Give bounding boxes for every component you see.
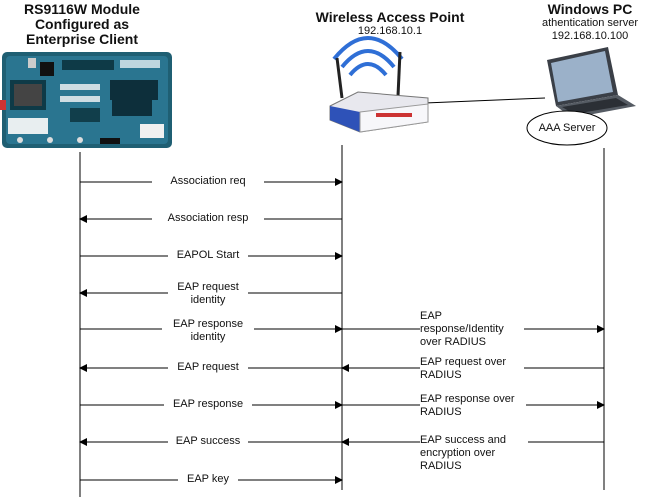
- radius-msg-success-line1: EAP success and: [420, 434, 507, 446]
- laptop-image: [547, 47, 636, 118]
- radius-msg-success: EAP success and encryption over RADIUS: [420, 434, 528, 473]
- ap-title: Wireless Access Point: [315, 9, 465, 25]
- msg-eap-response-identity-line2: identity: [190, 331, 226, 343]
- network-cable: [424, 97, 546, 104]
- radius-msg-request-line1: EAP request over: [420, 356, 507, 368]
- msg-eap-response: EAP response: [164, 398, 252, 411]
- radius-msg-request: EAP request over RADIUS: [420, 356, 524, 382]
- radius-msg-response-line1: EAP response over: [420, 393, 515, 405]
- pc-title: Windows PC: [547, 1, 633, 17]
- ap-ip: 192.168.10.1: [357, 25, 423, 37]
- radius-msg-response-identity-line1: EAP: [420, 310, 443, 322]
- client-title: RS9116W Module Configured as Enterprise …: [12, 2, 152, 47]
- radius-msg-response-identity-line3: over RADIUS: [420, 336, 487, 348]
- radius-msg-success-line3: RADIUS: [420, 460, 462, 472]
- aaa-server-ellipse: [526, 110, 608, 146]
- radius-msg-response-identity-line2: response/Identity: [420, 323, 504, 335]
- client-title-line2: Configured as: [34, 16, 130, 32]
- client-title-line1: RS9116W Module: [24, 1, 140, 17]
- msg-eap-request-identity-line1: EAP request: [177, 281, 239, 293]
- msg-eap-request: EAP request: [168, 361, 248, 374]
- pc-subtitle: athentication server: [542, 17, 638, 29]
- aaa-server-label: AAA Server: [538, 122, 596, 134]
- msg-eap-request-identity: EAP request identity: [168, 281, 248, 307]
- radius-msg-response-line2: RADIUS: [420, 406, 462, 418]
- msg-eap-response-identity-line1: EAP response: [172, 318, 244, 330]
- client-title-line3: Enterprise Client: [25, 31, 139, 47]
- msg-eap-key: EAP key: [178, 473, 238, 486]
- msg-association-req: Association req: [152, 175, 264, 188]
- rs9116w-board-image: [0, 52, 172, 148]
- msg-eap-response-identity: EAP response identity: [162, 318, 254, 344]
- wireless-access-point-image: [329, 36, 429, 133]
- pc-ip: 192.168.10.100: [551, 30, 629, 42]
- msg-association-resp: Association resp: [152, 212, 264, 225]
- radius-msg-response-identity: EAP response/Identity over RADIUS: [420, 310, 524, 349]
- radius-msg-request-line2: RADIUS: [420, 369, 462, 381]
- msg-eap-request-identity-line2: identity: [190, 294, 226, 306]
- radius-msg-success-line2: encryption over: [420, 447, 496, 459]
- ap-header: Wireless Access Point 192.168.10.1: [300, 10, 480, 38]
- msg-eap-success: EAP success: [168, 435, 248, 448]
- pc-header: Windows PC athentication server 192.168.…: [520, 2, 660, 43]
- msg-eapol-start: EAPOL Start: [168, 249, 248, 262]
- radius-msg-response: EAP response over RADIUS: [420, 393, 526, 419]
